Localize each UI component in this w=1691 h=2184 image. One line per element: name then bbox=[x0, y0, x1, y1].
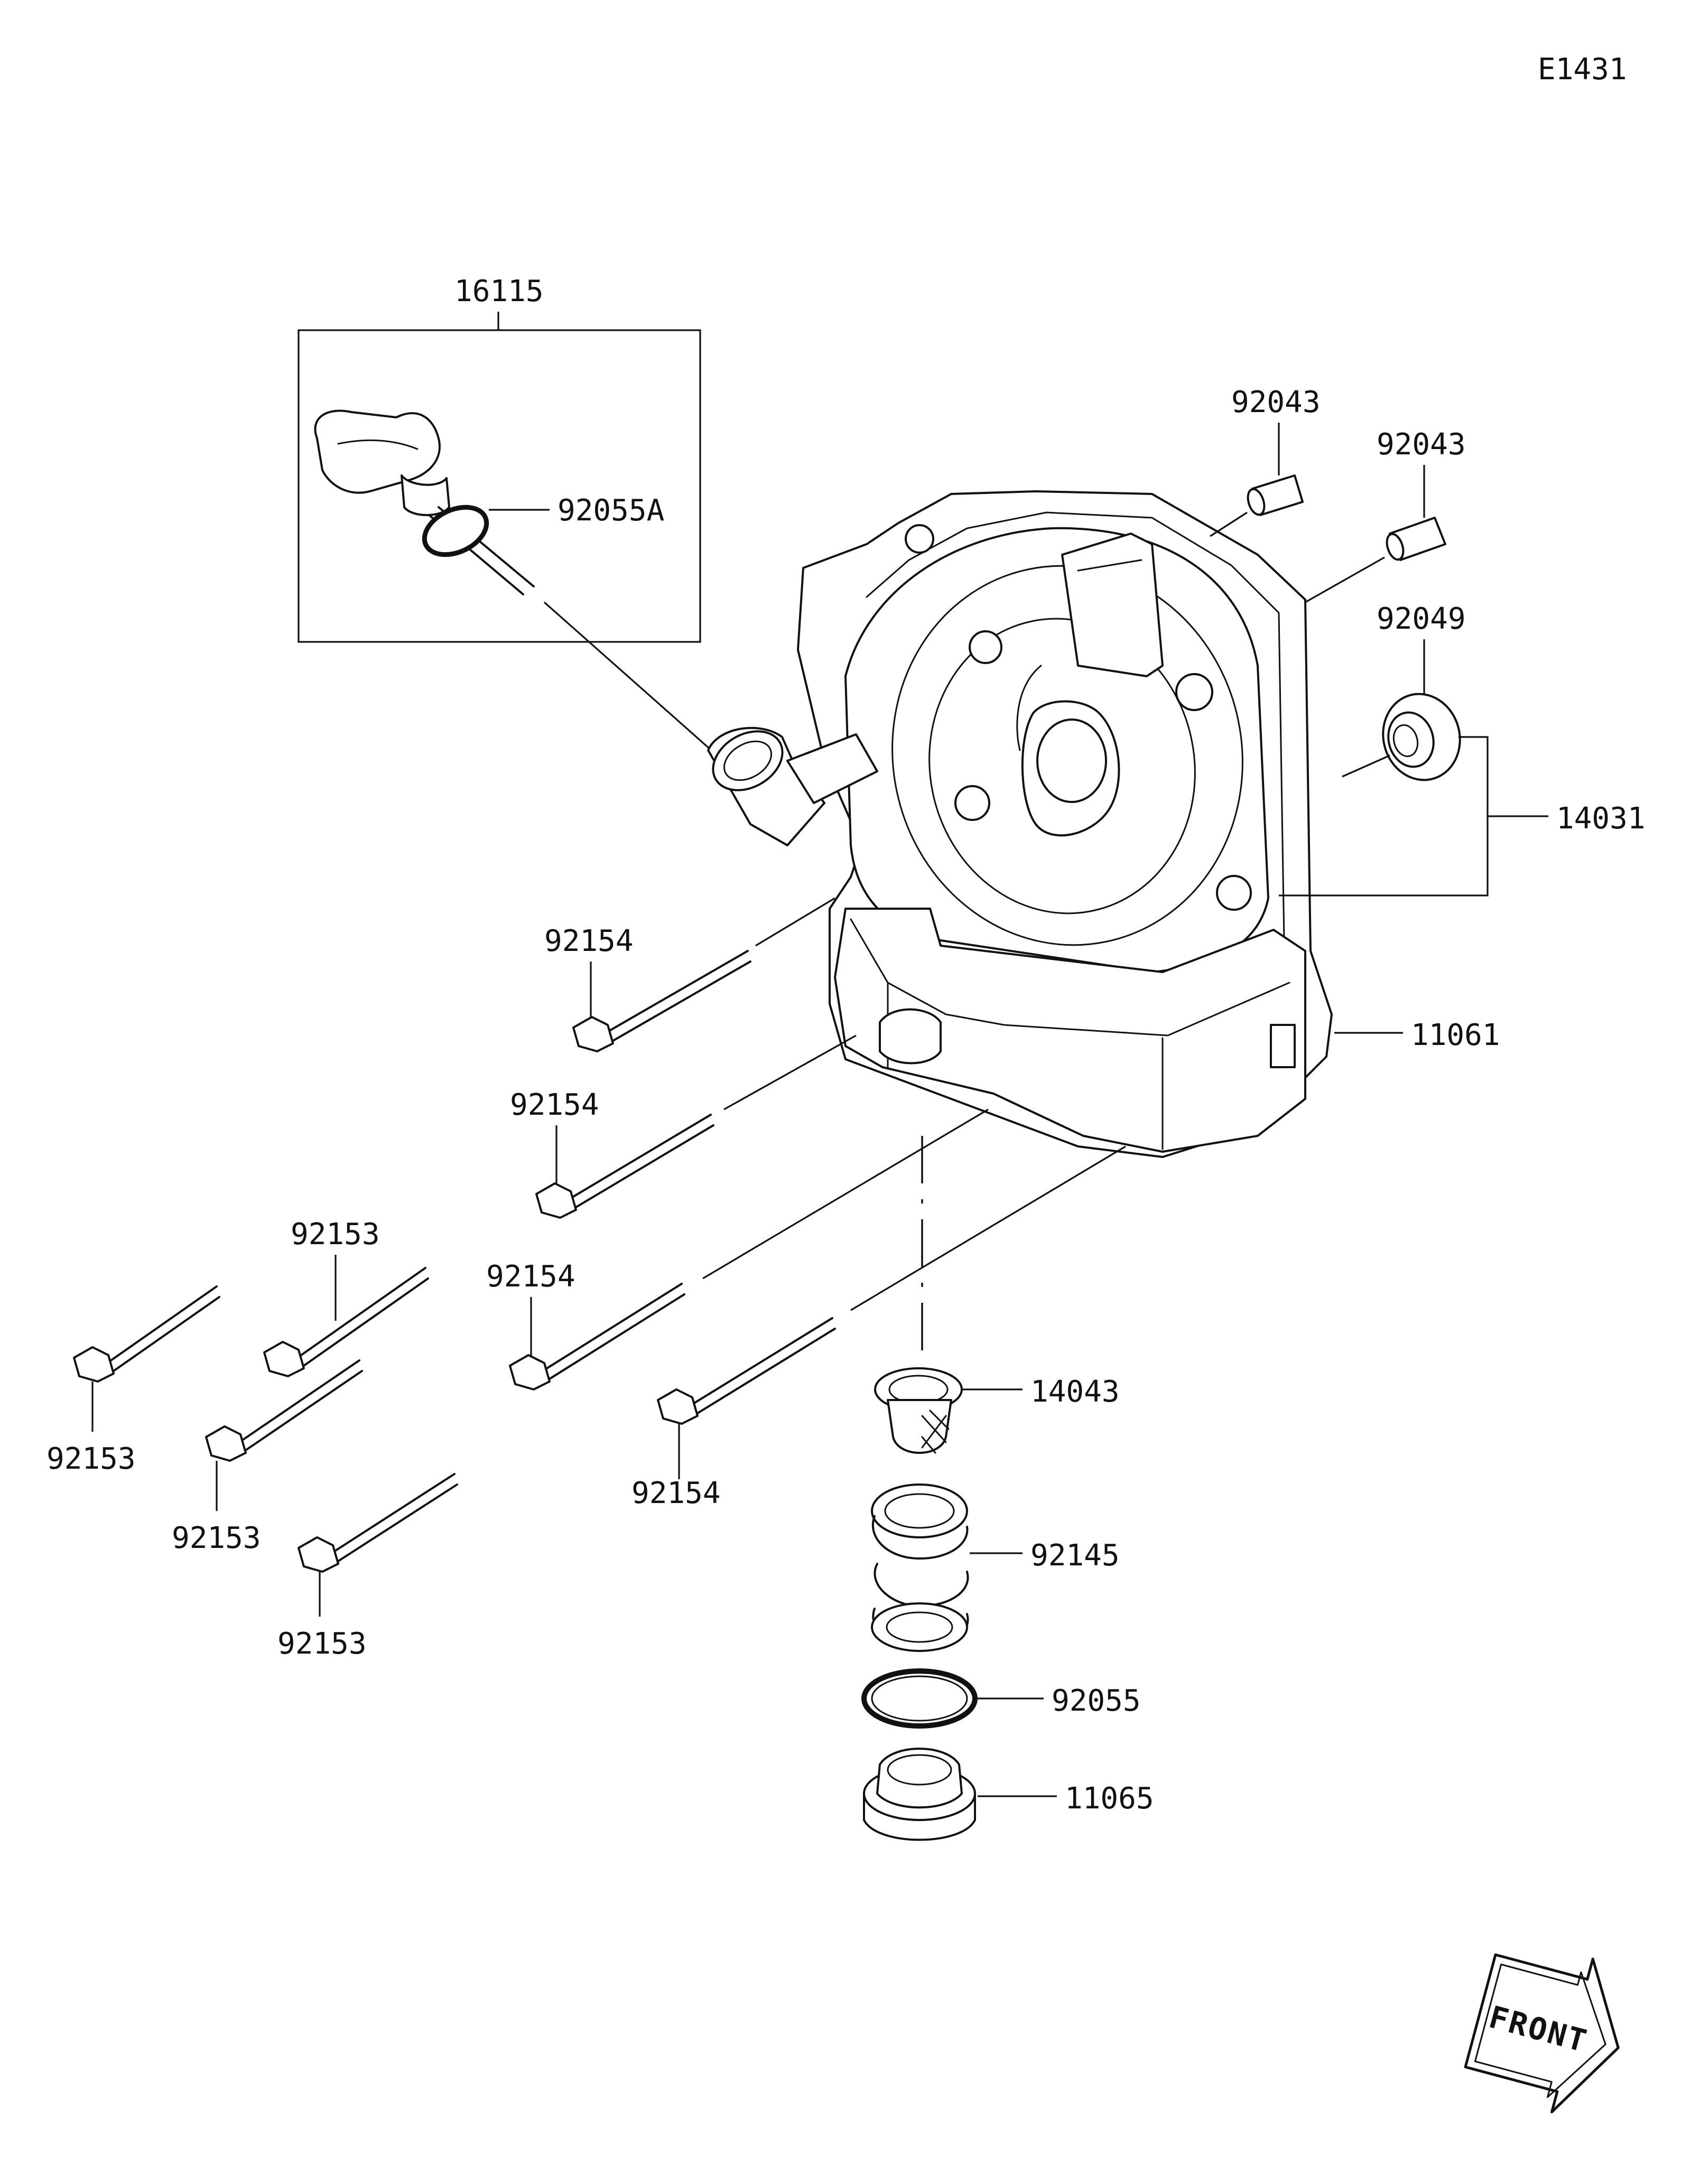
diagram-code: E1431 bbox=[1538, 52, 1627, 87]
bolt-92153-a: 92153 bbox=[47, 1285, 220, 1476]
oil-seal-92049: 92049 14031 bbox=[1279, 602, 1646, 897]
oil-filler-cap-group: 16115 92055A bbox=[298, 274, 754, 788]
bolt-92154-b: 92154 bbox=[510, 1034, 857, 1219]
label-92154-a[interactable]: 92154 bbox=[544, 924, 634, 958]
oil-cap-knob bbox=[314, 409, 441, 494]
spring-92145: 92145 bbox=[871, 1483, 1120, 1652]
label-11065[interactable]: 11065 bbox=[1065, 1781, 1154, 1816]
o-ring-92055: 92055 bbox=[861, 1668, 1141, 1729]
label-92153-b[interactable]: 92153 bbox=[291, 1217, 380, 1252]
bolt-92154-c: 92154 bbox=[486, 1108, 989, 1390]
label-16115[interactable]: 16115 bbox=[454, 274, 544, 309]
bolt-92153-d: 92153 bbox=[277, 1473, 458, 1661]
label-92153-c[interactable]: 92153 bbox=[172, 1521, 261, 1555]
label-92145[interactable]: 92145 bbox=[1030, 1538, 1120, 1573]
label-92154-b[interactable]: 92154 bbox=[510, 1088, 599, 1122]
label-92055A[interactable]: 92055A bbox=[558, 493, 664, 528]
label-14031[interactable]: 14031 bbox=[1556, 801, 1646, 836]
label-92049[interactable]: 92049 bbox=[1377, 602, 1466, 636]
strainer-14043: 14043 bbox=[874, 1367, 1120, 1454]
label-92153-a[interactable]: 92153 bbox=[47, 1442, 136, 1476]
label-92154-c[interactable]: 92154 bbox=[486, 1259, 575, 1294]
label-92043-b[interactable]: 92043 bbox=[1377, 427, 1466, 462]
o-ring-92055A bbox=[422, 505, 489, 557]
front-direction-arrow: F R O N T bbox=[1464, 1953, 1620, 2114]
dowel-pin-92043-b: 92043 bbox=[1305, 427, 1466, 603]
crankcase-cover-11061 bbox=[707, 490, 1333, 1158]
bolt-92154-d: 92154 bbox=[631, 1145, 1126, 1510]
bolt-92153-c: 92153 bbox=[172, 1359, 363, 1555]
label-92043-a[interactable]: 92043 bbox=[1231, 385, 1321, 419]
label-92153-d[interactable]: 92153 bbox=[277, 1627, 367, 1661]
label-14043[interactable]: 14043 bbox=[1030, 1375, 1120, 1409]
bolt-92154-a: 92154 bbox=[544, 897, 835, 1052]
bolt-92153-b: 92153 bbox=[263, 1217, 429, 1377]
label-92154-d[interactable]: 92154 bbox=[631, 1476, 721, 1510]
drain-plug-11065: 11065 bbox=[863, 1748, 1154, 1841]
label-92055[interactable]: 92055 bbox=[1052, 1684, 1141, 1718]
dowel-pin-92043-a: 92043 bbox=[1210, 385, 1321, 537]
label-11061[interactable]: 11061 bbox=[1411, 1018, 1500, 1052]
